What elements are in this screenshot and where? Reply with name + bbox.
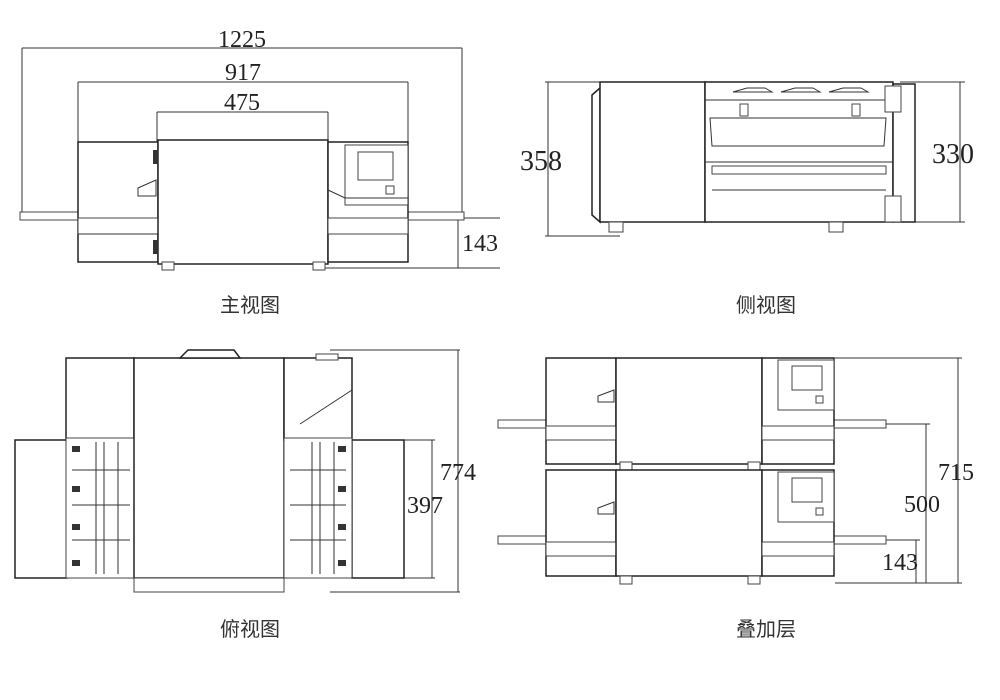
dim-overall-width: 1225 (218, 27, 266, 53)
dim-side-height-left: 358 (520, 146, 562, 177)
top-machine (14, 349, 405, 593)
caption-stacked-view: 叠加层 (736, 617, 796, 641)
dim-stacked-upper-belt: 500 (904, 492, 940, 518)
caption-front-view: 主视图 (220, 293, 280, 317)
top-view: 774 397 (14, 349, 476, 641)
dim-top-depth: 774 (440, 460, 476, 486)
caption-top-view: 俯视图 (220, 617, 280, 641)
dim-conveyor-width: 917 (225, 60, 261, 86)
dim-stacked-total-height: 715 (938, 460, 974, 486)
side-dimension-lines (545, 81, 965, 237)
caption-side-view: 侧视图 (736, 293, 796, 317)
top-dimension-lines (330, 349, 460, 593)
side-view: 358 330 侧视图 (520, 81, 974, 317)
front-dimension-lines (21, 47, 500, 269)
stacked-view: 715 500 143 (497, 357, 974, 641)
dim-side-height-right: 330 (932, 139, 974, 170)
dim-top-belt-width: 397 (407, 493, 443, 519)
dim-belt-height: 143 (462, 231, 498, 257)
side-machine (591, 81, 916, 233)
front-machine (19, 139, 465, 271)
dim-stacked-lower-belt: 143 (882, 550, 918, 576)
stacked-upper-unit (497, 357, 887, 471)
stacked-lower-unit (497, 469, 887, 585)
dim-chamber-width: 475 (224, 90, 260, 116)
front-view: 1225 917 475 143 (19, 27, 500, 317)
